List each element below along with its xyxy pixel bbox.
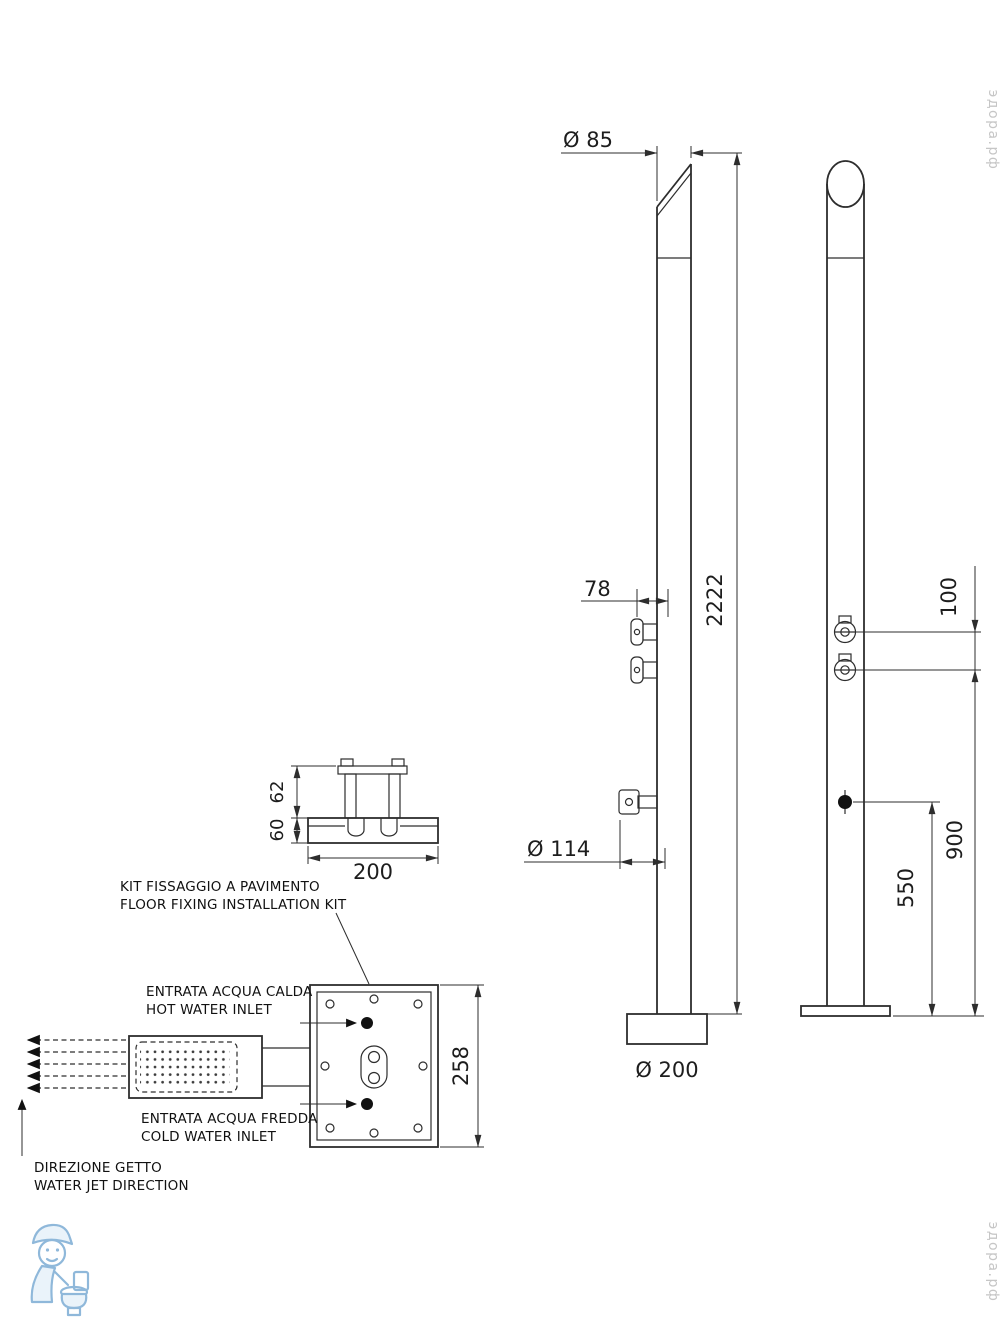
mascot-body	[30, 1264, 57, 1304]
dim-top-diameter: Ø 85	[563, 128, 613, 152]
side-view: 100 900 550	[800, 160, 984, 1017]
dim-outlet-diameter: Ø 114	[527, 837, 590, 861]
dim-clamp-height: 62	[267, 781, 288, 804]
cold-inlet-callout: ENTRATA ACQUA FREDDA COLD WATER INLET	[141, 1111, 318, 1145]
dim-bracket-width: 200	[353, 860, 393, 884]
bracket-detail: 62 60 200	[267, 758, 439, 884]
side-dimensions: 100 900 550	[853, 566, 984, 1017]
jet-direction-callout: DIREZIONE GETTO WATER JET DIRECTION	[17, 1098, 189, 1194]
dim-base-diameter: Ø 200	[635, 1058, 698, 1082]
front-outlet-fitting	[618, 789, 658, 815]
side-outlet	[838, 790, 852, 814]
fixing-kit-label-en: FLOOR FIXING INSTALLATION KIT	[120, 897, 347, 913]
spray-nozzles	[140, 1046, 230, 1088]
toilet-bowl	[60, 1292, 88, 1310]
dim-handle-height: 900	[943, 820, 967, 860]
shower-head-plan	[128, 1035, 310, 1099]
water-outlet-dot	[838, 795, 852, 809]
watermark-top: эдора.рф	[985, 90, 1000, 171]
dim-total-height: 2222	[703, 573, 727, 626]
hot-water-inlet-dot	[361, 1017, 373, 1029]
plumber-logo	[30, 1223, 90, 1317]
water-jet-arrows	[26, 1034, 126, 1094]
dim-outlet-height: 550	[894, 868, 918, 908]
dim-plate-depth: 258	[449, 1046, 473, 1086]
fixing-kit-callout: KIT FISSAGGIO A PAVIMENTO FLOOR FIXING I…	[120, 879, 370, 985]
hot-inlet-label-it: ENTRATA ACQUA CALDA	[146, 984, 313, 1000]
front-view: Ø 85 2222 78 Ø 114 Ø 200	[524, 128, 742, 1082]
screw-holes	[320, 994, 428, 1138]
dim-mixer-width: 78	[584, 577, 611, 601]
front-base	[626, 1013, 708, 1045]
spray-face-boundary	[135, 1041, 238, 1093]
front-mixer-handles	[630, 618, 658, 684]
toilet-base	[66, 1306, 82, 1317]
cold-inlet-label-it: ENTRATA ACQUA FREDDA	[141, 1111, 318, 1127]
fixing-kit-leader-line	[335, 912, 370, 985]
shower-head-outline	[128, 1035, 263, 1099]
side-base	[800, 1005, 891, 1017]
plan-view: 258	[300, 984, 484, 1148]
plan-plate-inner	[316, 991, 432, 1141]
front-pole	[626, 163, 708, 1045]
fixing-kit-label-it: KIT FISSAGGIO A PAVIMENTO	[120, 879, 320, 895]
mascot-head	[37, 1238, 67, 1268]
watermark-bottom: эдора.рф	[985, 1222, 1000, 1303]
plan-plate-outer	[309, 984, 439, 1148]
mascot-cap	[31, 1223, 74, 1246]
hot-inlet-callout: ENTRATA ACQUA CALDA HOT WATER INLET	[146, 984, 313, 1018]
side-handles	[833, 615, 857, 682]
cold-water-inlet-dot	[361, 1098, 373, 1110]
side-pole	[800, 160, 891, 1017]
toilet-tank	[72, 1270, 90, 1292]
pipe-clamp-plan	[360, 1045, 388, 1089]
cold-inlet-label-en: COLD WATER INLET	[141, 1129, 277, 1145]
front-dimensions: Ø 85 2222 78 Ø 114 Ø 200	[524, 128, 742, 1082]
dim-plate-thickness: 60	[267, 819, 288, 842]
dim-handle-spacing: 100	[937, 577, 961, 617]
hot-inlet-label-en: HOT WATER INLET	[146, 1002, 272, 1018]
bracket-plate	[307, 817, 439, 844]
jet-direction-label-en: WATER JET DIRECTION	[34, 1178, 189, 1194]
pole-top-cut	[826, 160, 865, 208]
jet-direction-label-it: DIREZIONE GETTO	[34, 1160, 162, 1176]
